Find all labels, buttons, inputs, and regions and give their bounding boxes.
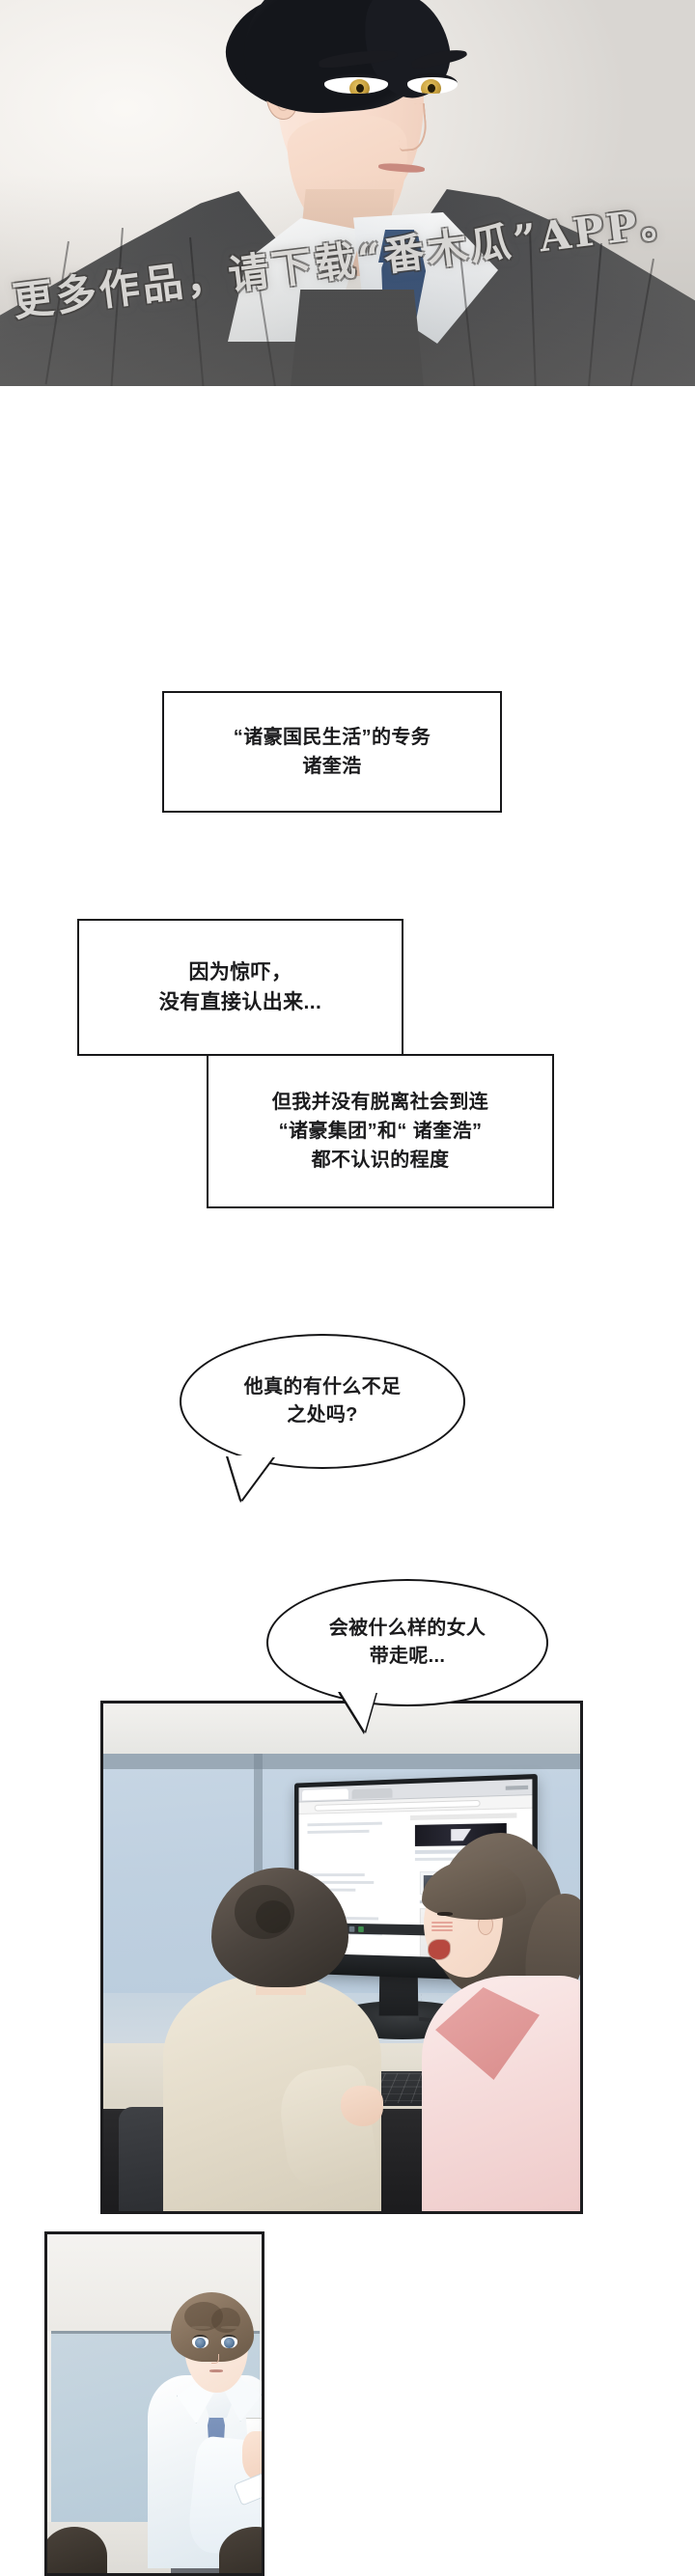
caption-1-line-1: “诸豪国民生活”的专务: [233, 727, 431, 748]
suit-front-placket: [290, 290, 425, 386]
browser-tab-active[interactable]: [302, 1788, 348, 1801]
young-man-eyebrow-right: [221, 2326, 240, 2329]
bubble-1-line-2: 之处吗?: [287, 1404, 358, 1426]
page-text-line: [307, 1821, 383, 1827]
background-shading: [0, 174, 695, 386]
female-coworker-bangs: [422, 1860, 526, 1920]
speech-bubble-2-tail: [340, 1691, 376, 1731]
browser-tab-inactive[interactable]: [351, 1787, 393, 1799]
speech-bubble-1: 他真的有什么不足 之处吗?: [180, 1334, 465, 1469]
taskbar-icon[interactable]: [348, 1925, 355, 1932]
page-text-line: [307, 1829, 370, 1834]
young-man-mouth: [209, 2369, 223, 2372]
caption-3-line-1: 但我并没有脱离社会到连: [271, 1092, 489, 1113]
taskbar-icon[interactable]: [358, 1925, 364, 1932]
foreground-head-left: [47, 2527, 107, 2573]
bubble-2-line-2: 带走呢...: [369, 1646, 446, 1667]
bubble-1-line-1: 他真的有什么不足: [243, 1376, 402, 1398]
young-man-eyebrow-left: [191, 2326, 210, 2329]
female-coworker-open-mouth: [428, 1939, 451, 1960]
blush-line: [431, 1929, 453, 1931]
young-man-hand: [242, 2431, 262, 2479]
male-coworker-arm: [275, 2063, 379, 2190]
hair-highlight: [256, 1900, 291, 1933]
necktie-knot: [378, 230, 421, 263]
caption-2-line-1: 因为惊吓，: [188, 960, 292, 983]
eye-left: [324, 73, 388, 94]
site-nav[interactable]: [410, 1813, 517, 1820]
panel-man-in-suit: 更多作品，请下载“番木瓜”APP。: [0, 0, 695, 386]
caption-3-line-2: “诸豪集团”和“ 诸奎浩”: [278, 1121, 483, 1142]
browser-window-controls[interactable]: [505, 1785, 529, 1790]
page-text-line: [307, 1873, 365, 1877]
male-coworker-hair: [211, 1868, 348, 1987]
speech-bubble-2: 会被什么样的女人 带走呢...: [266, 1579, 548, 1706]
iris: [224, 2338, 235, 2348]
blush-line: [431, 1925, 453, 1927]
caption-3-line-3: 都不认识的程度: [311, 1150, 450, 1171]
female-coworker-eye: [437, 1912, 453, 1916]
eye-right: [407, 73, 458, 94]
caption-box-2: 因为惊吓， 没有直接认出来...: [77, 919, 403, 1056]
speech-bubble-1-tail: [228, 1455, 274, 1500]
panel-office-scene: [100, 1701, 583, 2214]
young-man-eye-right: [221, 2335, 237, 2348]
bubble-2-line-1: 会被什么样的女人: [328, 1618, 486, 1639]
young-man-eye-left: [192, 2335, 208, 2348]
pupil-right: [428, 84, 435, 93]
iris: [195, 2338, 206, 2348]
male-coworker-hand: [341, 2086, 383, 2126]
young-man-hair: [171, 2292, 254, 2362]
caption-box-3: 但我并没有脱离社会到连 “诸豪集团”和“ 诸奎浩” 都不认识的程度: [207, 1054, 554, 1208]
young-man-nose: [211, 2354, 219, 2364]
pupil-left: [356, 84, 364, 93]
hair-highlight: [211, 2308, 240, 2333]
partition-top-rail: [103, 1754, 580, 1769]
hair-highlight: [235, 1885, 294, 1939]
caption-2-line-2: 没有直接认出来...: [158, 991, 322, 1013]
caption-box-1: “诸豪国民生活”的专务 诸奎浩: [162, 691, 502, 813]
blush-line: [431, 1922, 453, 1924]
female-coworker-blush: [431, 1922, 457, 1933]
panel-young-man: [44, 2231, 264, 2576]
caption-1-line-2: 诸奎浩: [302, 756, 362, 777]
